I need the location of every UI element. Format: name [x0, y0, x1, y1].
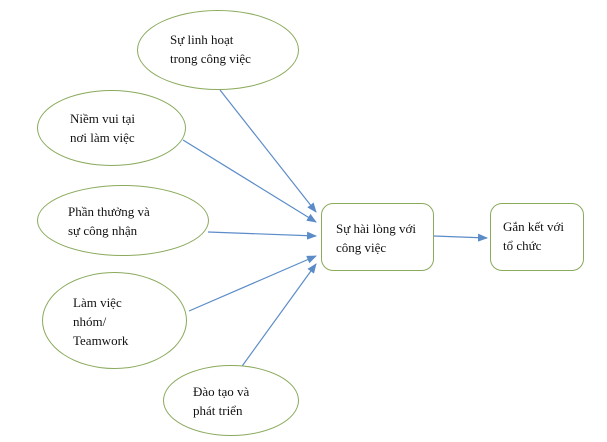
factor-label-rewards: Phần thưởng và sự công nhận — [68, 204, 150, 238]
factor-node-teamwork: Làm việc nhóm/ Teamwork — [42, 272, 187, 369]
engagement-box: Gắn kết với tổ chức — [490, 203, 584, 271]
engagement-label: Gắn kết với tổ chức — [503, 219, 565, 253]
factor-label-fun: Niềm vui tại nơi làm việc — [70, 111, 135, 145]
factor-label-teamwork: Làm việc nhóm/ Teamwork — [73, 295, 129, 348]
factor-label-flexibility: Sự linh hoạt trong công việc — [170, 32, 251, 66]
satisfaction-box: Sự hài lòng với công việc — [321, 203, 434, 271]
factor-node-rewards: Phần thưởng và sự công nhận — [37, 185, 209, 256]
arrow-satisfaction-to-engagement — [433, 233, 488, 242]
satisfaction-label: Sự hài lòng với công việc — [336, 221, 417, 255]
arrow-training-to-satisfaction — [239, 263, 317, 370]
factor-label-training: Đào tạo và phát triển — [193, 384, 250, 418]
factor-node-training: Đào tạo và phát triển — [163, 365, 299, 436]
factor-node-flexibility: Sự linh hoạt trong công việc — [137, 10, 299, 90]
arrow-rewards-to-satisfaction — [207, 231, 317, 240]
arrow-flexibility-to-satisfaction — [219, 89, 317, 213]
arrow-teamwork-to-satisfaction — [188, 255, 317, 312]
arrow-fun-to-satisfaction — [182, 139, 317, 223]
factor-node-fun: Niềm vui tại nơi làm việc — [37, 90, 186, 166]
